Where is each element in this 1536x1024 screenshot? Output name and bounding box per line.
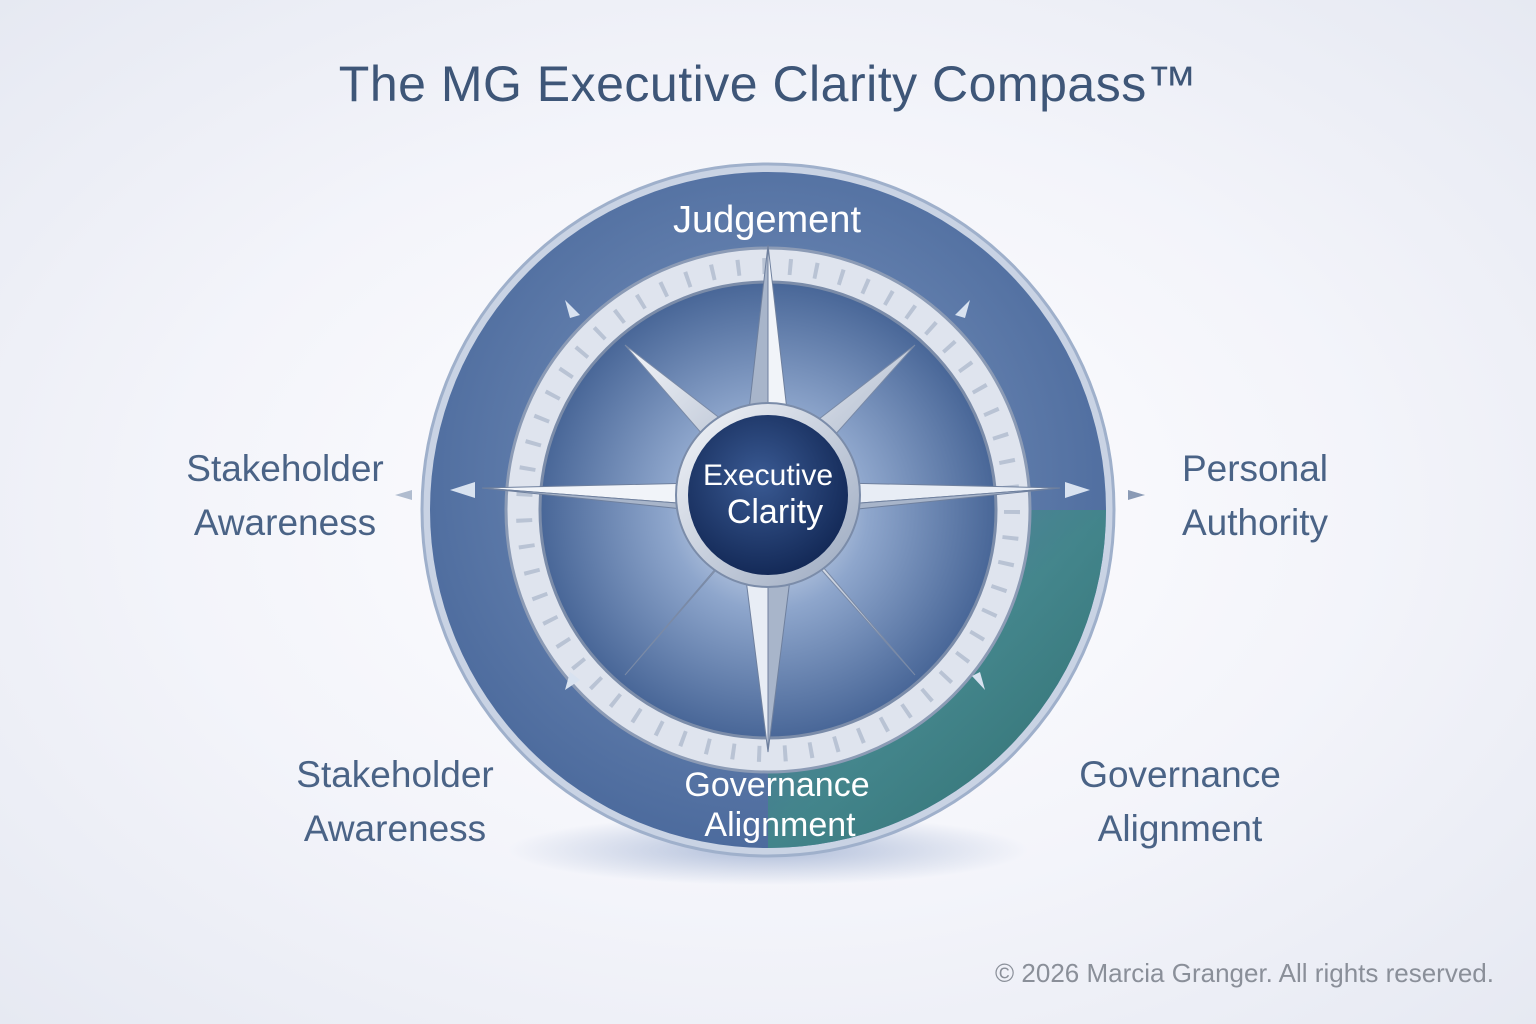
green-ring-segment (768, 510, 1106, 848)
label-line: Alignment (1097, 808, 1263, 849)
label-line: Authority (1181, 502, 1328, 543)
south-label-line1: Governance (684, 766, 869, 804)
page-title: The MG Executive Clarity Compass™ (338, 56, 1198, 112)
label-line: Personal (1181, 448, 1329, 489)
label-line: Awareness (303, 808, 487, 849)
ring-arrow-markers (395, 300, 1145, 690)
label-line: Stakeholder (186, 448, 384, 489)
north-label: Judgement (673, 199, 861, 241)
label-line: Awareness (193, 502, 377, 543)
label-stakeholder-awareness-bottom: Stakeholder Awareness (270, 748, 520, 856)
label-line: Governance (1079, 754, 1281, 795)
label-line: Stakeholder (296, 754, 494, 795)
label-stakeholder-awareness-left: Stakeholder Awareness (150, 442, 420, 550)
copyright-footer: © 2026 Marcia Granger. All rights reserv… (995, 958, 1494, 988)
center-badge (688, 415, 848, 575)
label-personal-authority: Personal Authority (1140, 442, 1370, 550)
label-governance-alignment: Governance Alignment (1060, 748, 1300, 856)
center-text-line1: Executive (703, 459, 833, 492)
tick-marks (516, 258, 1020, 762)
south-label-line2: Alignment (704, 806, 856, 844)
center-text-line2: Clarity (727, 493, 823, 531)
